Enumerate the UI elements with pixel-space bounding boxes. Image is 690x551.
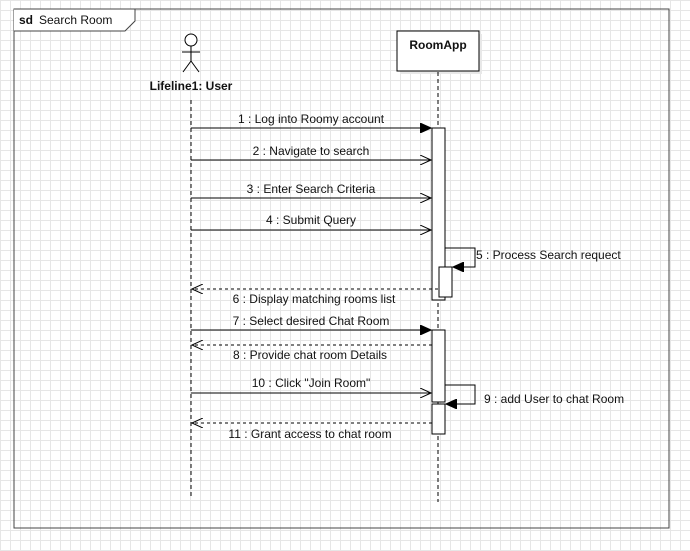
message-label: 5 : Process Search requect (476, 248, 621, 262)
self-message-arrow (445, 247, 476, 267)
message-label: 6 : Display matching rooms list (233, 292, 396, 306)
frame-tab (14, 8, 136, 32)
message-label: 1 : Log into Roomy account (238, 112, 385, 126)
roomapp-box (396, 30, 480, 72)
frame-title: Search Room (39, 13, 112, 27)
user-actor-icon (182, 33, 200, 73)
activation-bar (431, 403, 446, 435)
object-label: RoomApp (409, 38, 466, 52)
activation-bar (431, 329, 446, 403)
message-label: 9 : add User to chat Room (484, 392, 624, 406)
message-label: 10 : Click "Join Room" (252, 376, 371, 390)
message-label: 8 : Provide chat room Details (233, 348, 387, 362)
self-message-arrow (445, 384, 476, 404)
message-label: 3 : Enter Search Criteria (247, 182, 376, 196)
message-label: 11 : Grant access to chat room (228, 427, 391, 441)
activation-bar-nested (438, 266, 453, 298)
message-label: 7 : Select desired Chat Room (233, 314, 390, 328)
activation-bar (431, 127, 446, 301)
frame-keyword: sd (19, 13, 33, 27)
message-label: 4 : Submit Query (266, 213, 356, 227)
frame-border (13, 8, 670, 529)
actor-label: Lifeline1: User (150, 79, 233, 93)
message-label: 2 : Navigate to search (253, 144, 370, 158)
